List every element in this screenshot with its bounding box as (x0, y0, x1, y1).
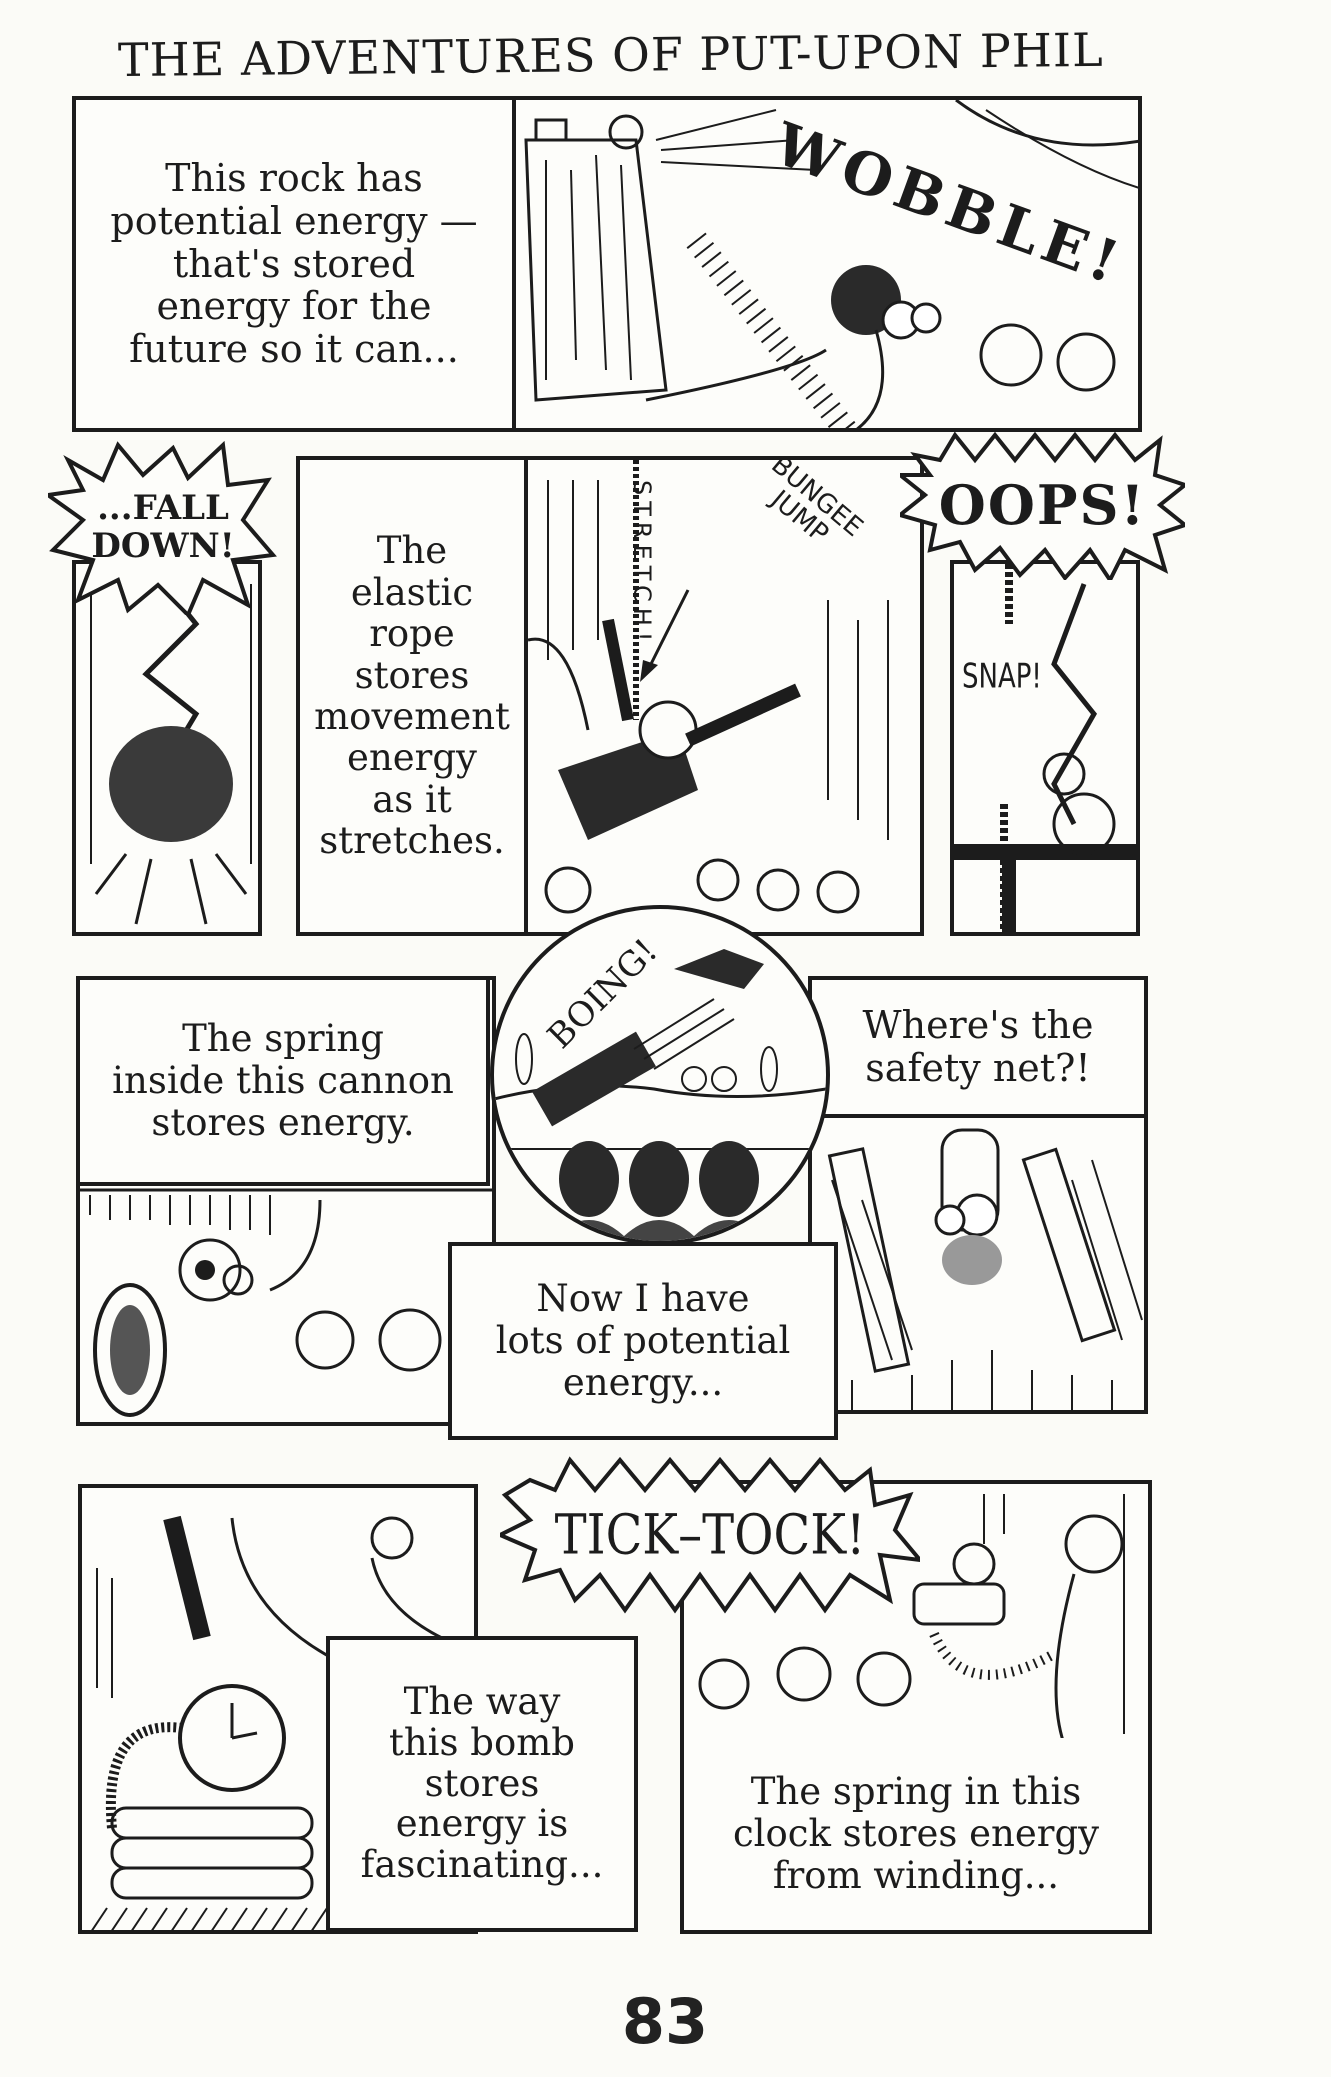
page-number: 83 (621, 1985, 709, 2058)
caption-clock-spring: The spring in this clock stores energy f… (680, 1738, 1152, 1934)
boing-scene-illustration (494, 949, 826, 1241)
caption-cannon-spring: The spring inside this cannon stores ene… (76, 976, 490, 1186)
cliff-illustration (524, 100, 1138, 428)
sfx-stretch: STRETCH! (628, 480, 656, 648)
sfx-tick-tock: TICK–TOCK! (554, 1502, 866, 1568)
burst-fall-down: ...FALL DOWN! (48, 440, 278, 615)
page-title: THE ADVENTURES OF PUT-UPON PHIL (117, 22, 1104, 88)
burst-shape (900, 431, 1185, 580)
panel-rock-falling (72, 560, 262, 936)
sfx-fall-down: ...FALL DOWN! (91, 488, 235, 566)
caption-elastic-rope: The elastic rope stores movement energy … (296, 456, 528, 936)
falling-rock-illustration (90, 572, 252, 925)
sfx-snap: SNAP! (962, 657, 1042, 697)
burst-shape (500, 1456, 920, 1614)
inset-circle-boing: BOING! (490, 905, 830, 1245)
panel-rope-snap: SNAP! (950, 560, 1140, 936)
burst-oops: OOPS! (900, 430, 1185, 580)
rope-snap-illustration (954, 564, 1136, 932)
caption-rock-potential-energy: This rock has potential energy — that's … (72, 96, 516, 432)
burst-shape (48, 440, 277, 615)
panel-bungee-jump: STRETCH! BUNGEE JUMP (528, 456, 924, 936)
burst-tick-tock: TICK–TOCK! (500, 1450, 920, 1620)
speech-safety-net: Where's the safety net?! (808, 976, 1148, 1118)
caption-bomb-energy: The way this bomb stores energy is fasci… (326, 1636, 638, 1932)
cannon-illustration (80, 1188, 492, 1417)
bomb-clock-illustration (91, 1515, 443, 1930)
bungee-jumper-illustration (528, 460, 889, 914)
sfx-oops: OOPS! (938, 473, 1147, 537)
caption-potential-energy: Now I have lots of potential energy... (448, 1242, 838, 1440)
falling-phil-illustration (827, 1128, 1143, 1410)
